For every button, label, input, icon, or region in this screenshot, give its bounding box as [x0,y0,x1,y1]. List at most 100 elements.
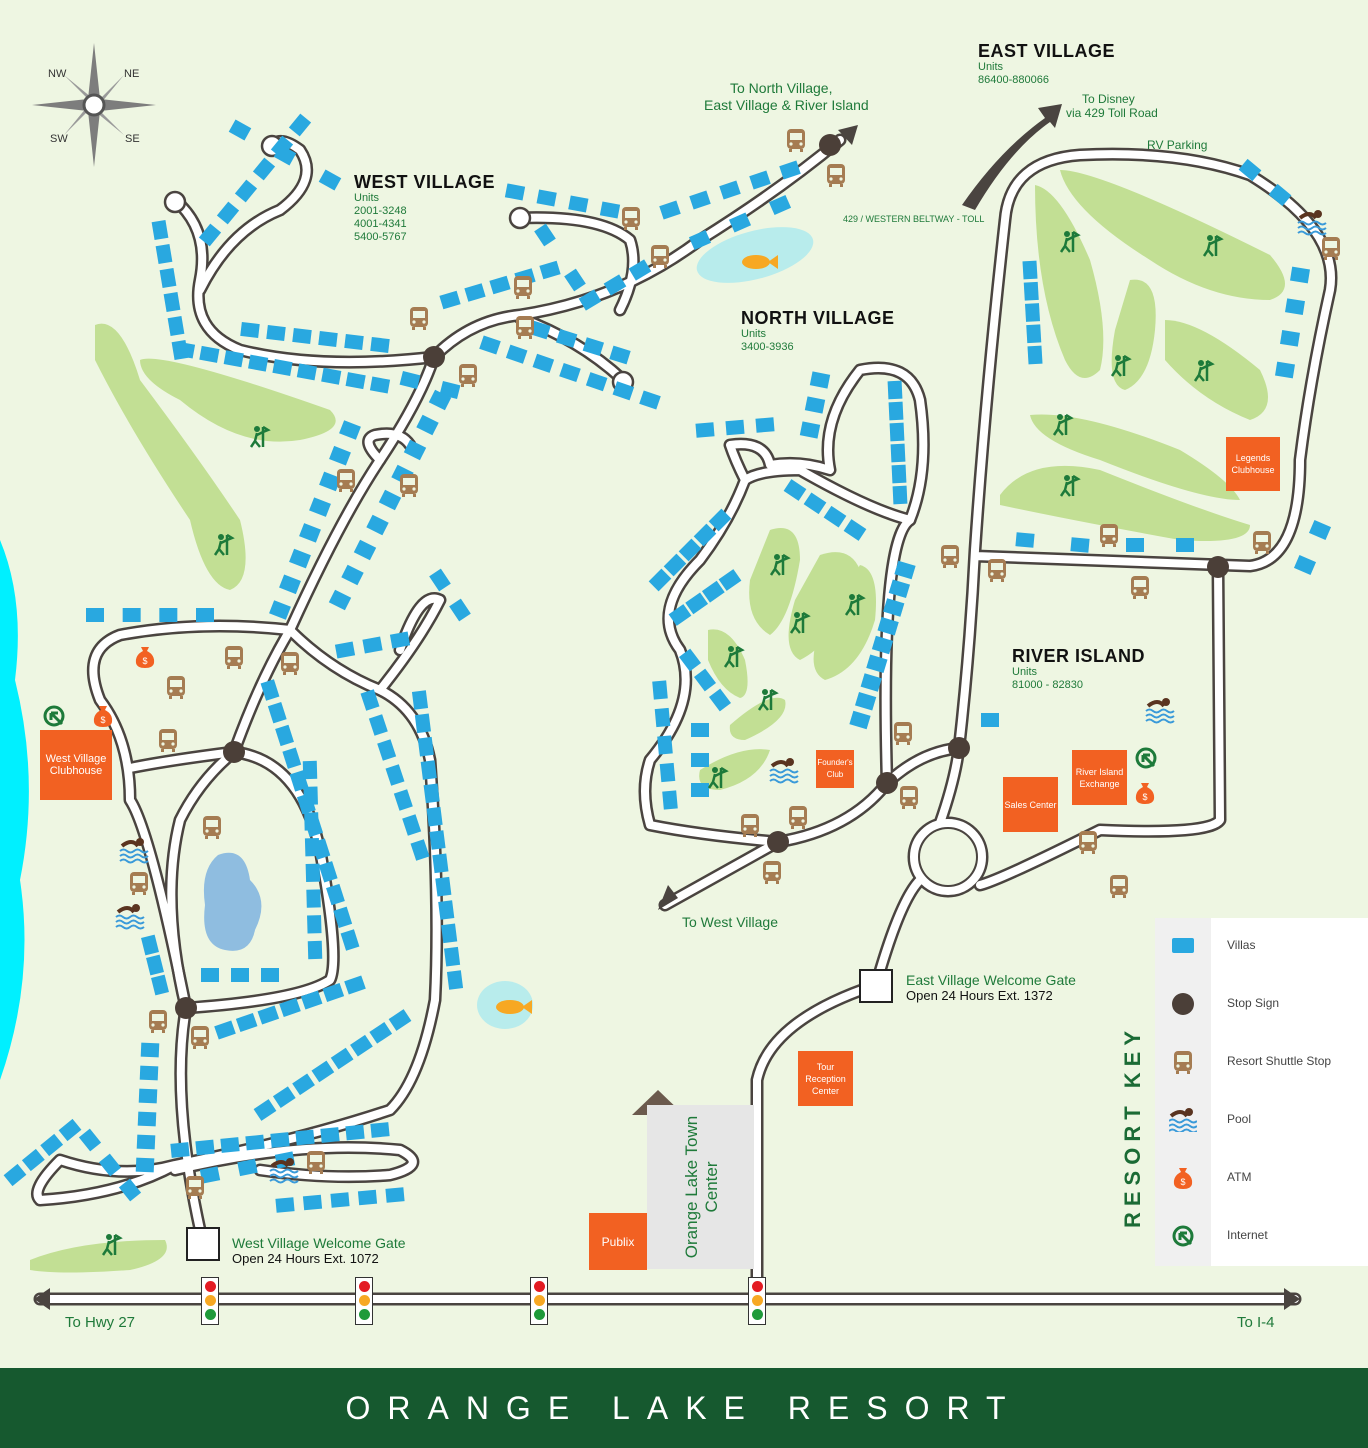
shuttle-icon[interactable] [1131,576,1149,599]
villa-icon [235,1012,258,1033]
villa-icon [40,1133,64,1157]
stop-sign-icon [175,997,197,1019]
villa-icon [269,600,291,620]
villa-icon [141,934,159,956]
west-village-clubhouse[interactable]: West Village Clubhouse [40,730,112,800]
villa-icon [272,359,293,376]
villa-icon [309,497,331,517]
shuttle-icon[interactable] [203,816,221,839]
villa-icon [330,1047,354,1070]
shuttle-icon[interactable] [622,207,640,230]
villa-icon [691,753,709,767]
atm-icon[interactable] [135,647,155,668]
legends-clubhouse[interactable]: Legends Clubhouse [1226,437,1280,491]
shuttle-icon[interactable] [337,469,355,492]
villa-icon [329,445,351,466]
villa-icon [439,381,461,399]
villa-icon [1308,520,1332,540]
villa-icon [1015,532,1035,548]
shuttle-icon[interactable] [900,786,918,809]
compass-sw: SW [50,133,68,145]
villa-icon [877,616,899,636]
shuttle-icon[interactable] [191,1026,209,1049]
stop-sign-icon [423,346,445,368]
villa-icon [360,689,380,711]
shuttle-icon[interactable] [307,1151,325,1174]
traffic-light-icon [748,1277,766,1325]
shuttle-icon[interactable] [941,545,959,568]
atm-icon[interactable] [1135,783,1155,804]
shuttle-icon[interactable] [410,307,428,330]
shuttle-icon[interactable] [1079,831,1097,854]
villa-icon [420,760,437,780]
highway-arrow-east [1284,1288,1300,1310]
shuttle-icon[interactable] [763,861,781,884]
shuttle-icon[interactable] [159,729,177,752]
river-island-exchange[interactable]: River Island Exchange [1072,750,1127,805]
villa-icon [866,654,888,674]
shuttle-icon[interactable] [459,364,477,387]
villa-icon [369,1022,393,1044]
villa-icon [261,968,279,982]
villa-icon [260,679,280,701]
villa-icon [981,713,999,727]
shuttle-icon[interactable] [130,872,148,895]
villa-icon [118,1178,142,1202]
villa-icon [296,363,317,381]
to-hwy27-label: To Hwy 27 [65,1314,136,1331]
shuttle-icon[interactable] [1110,875,1128,898]
villa-icon [654,707,671,728]
shuttle-icon[interactable] [149,1010,167,1033]
shuttle-icon[interactable] [167,676,185,699]
shuttle-icon[interactable] [787,129,805,152]
villa-icon [718,569,742,591]
tour-reception-center[interactable]: Tour Reception Center [798,1051,853,1106]
shuttle-icon[interactable] [400,474,418,497]
villa-icon [657,735,673,755]
villa-icon [370,337,390,353]
shuttle-icon[interactable] [1100,524,1118,547]
villa-icon [273,144,297,166]
key-label: Resort Shuttle Stop [1227,1054,1332,1068]
shuttle-icon[interactable] [988,559,1006,582]
shuttle-icon[interactable] [789,806,807,829]
pool-icon[interactable] [768,756,800,785]
shuttle-icon[interactable] [827,164,845,187]
shuttle-icon[interactable] [225,646,243,669]
publix[interactable]: Publix [589,1213,647,1270]
villa-icon [321,367,342,385]
internet-icon[interactable] [1135,747,1157,769]
lake-shore [0,540,29,1080]
villa-icon [341,564,364,586]
villa-icon [357,1189,378,1206]
villa-icon [21,1148,45,1172]
shuttle-icon[interactable] [186,1176,204,1199]
shuttle-icon[interactable] [741,814,759,837]
villa-icon [326,883,345,906]
villa-icon [609,345,631,365]
villa-icon [464,283,486,302]
shuttle-icon[interactable] [651,245,669,268]
villa-icon [410,839,430,861]
sales-center[interactable]: Sales Center [1003,777,1058,832]
shuttle-icon[interactable] [514,276,532,299]
shuttle-icon[interactable] [1253,531,1271,554]
villa-icon [489,275,511,295]
shuttle-icon[interactable] [894,722,912,745]
villa-icon [439,290,461,310]
villa-icon [1023,281,1039,301]
villa-icon [414,713,431,734]
shuttle-icon [1174,1051,1192,1074]
founders-club[interactable]: Founder's Club [816,750,854,788]
shuttle-icon[interactable] [516,316,534,339]
pool-icon[interactable] [1144,696,1176,725]
shuttle-icon[interactable] [1322,237,1340,260]
villa-icon [318,331,338,347]
villa-icon [1070,537,1090,553]
pool-icon[interactable] [114,902,146,931]
shuttle-icon[interactable] [281,652,299,675]
orange-lake-town-center[interactable]: Orange Lake Town Center [647,1105,754,1269]
villa-icon [237,1158,258,1177]
internet-icon[interactable] [43,705,65,727]
villa-icon [167,315,185,337]
